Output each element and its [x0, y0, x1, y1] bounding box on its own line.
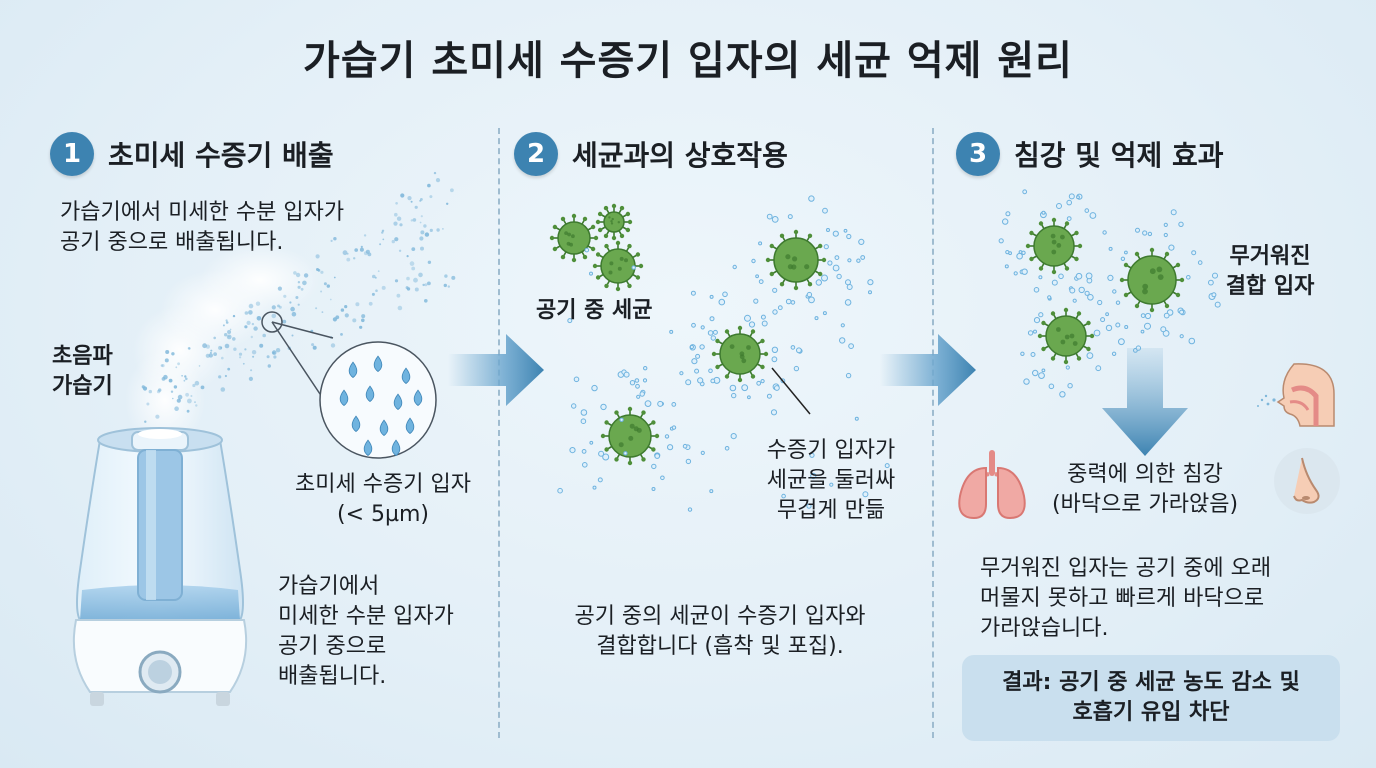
step-2-number: 2	[514, 132, 558, 176]
airborne-bacteria-label: 공기 중 세균	[536, 298, 653, 323]
gravity-down-arrow	[1102, 348, 1188, 456]
divider-2	[932, 128, 934, 738]
lungs-icon	[958, 450, 1026, 520]
heavy-particles	[998, 189, 1221, 398]
step-3-number: 3	[956, 132, 1000, 176]
interaction-label: 수증기 입자가 세균을 둘러싸 무겁게 만듦	[766, 438, 896, 523]
step-3-description: 무거워진 입자는 공기 중에 오래 머물지 못하고 빠르게 바닥으로 가라앉습니…	[980, 556, 1272, 641]
flow-arrow-1	[448, 334, 544, 406]
step-1-detail: 가습기에서 미세한 수분 입자가 공기 중으로 배출됩니다.	[278, 574, 454, 689]
step-1-number: 1	[50, 132, 94, 176]
mist-spray	[125, 171, 456, 450]
particle-label: 초미세 수증기 입자 (< 5µm)	[295, 472, 471, 527]
step-2-description: 공기 중의 세균이 수증기 입자와 결합합니다 (흡착 및 포집).	[574, 604, 866, 659]
respiratory-head-icon	[1257, 363, 1335, 427]
bacteria-cluster	[549, 195, 890, 512]
particle-zoom-callout	[261, 311, 437, 459]
flow-arrow-2	[880, 334, 976, 406]
step-1-title: 초미세 수증기 배출	[108, 139, 334, 172]
step-2-title: 세균과의 상호작용	[572, 139, 788, 172]
step-2-header: 2 세균과의 상호작용	[514, 132, 788, 176]
device-label: 초음파 가습기	[52, 344, 113, 399]
step-3-title: 침강 및 억제 효과	[1014, 139, 1224, 172]
humidifier-icon	[72, 427, 248, 706]
step-3-header: 3 침강 및 억제 효과	[956, 132, 1224, 176]
divider-1	[498, 128, 500, 738]
nose-icon	[1274, 448, 1340, 514]
heavy-particle-label: 무거워진 결합 입자	[1225, 244, 1315, 299]
result-box: 결과: 공기 중 세균 농도 감소 및 호흡기 유입 차단	[962, 655, 1340, 741]
result-line-1: 결과: 공기 중 세균 농도 감소 및	[1002, 670, 1300, 695]
step-1-header: 1 초미세 수증기 배출	[50, 132, 334, 176]
gravity-label: 중력에 의한 침강 (바닥으로 가라앉음)	[1051, 462, 1239, 517]
page-title: 가습기 초미세 수증기 입자의 세균 억제 원리	[303, 38, 1073, 84]
result-line-2: 호흡기 유입 차단	[1072, 700, 1230, 725]
